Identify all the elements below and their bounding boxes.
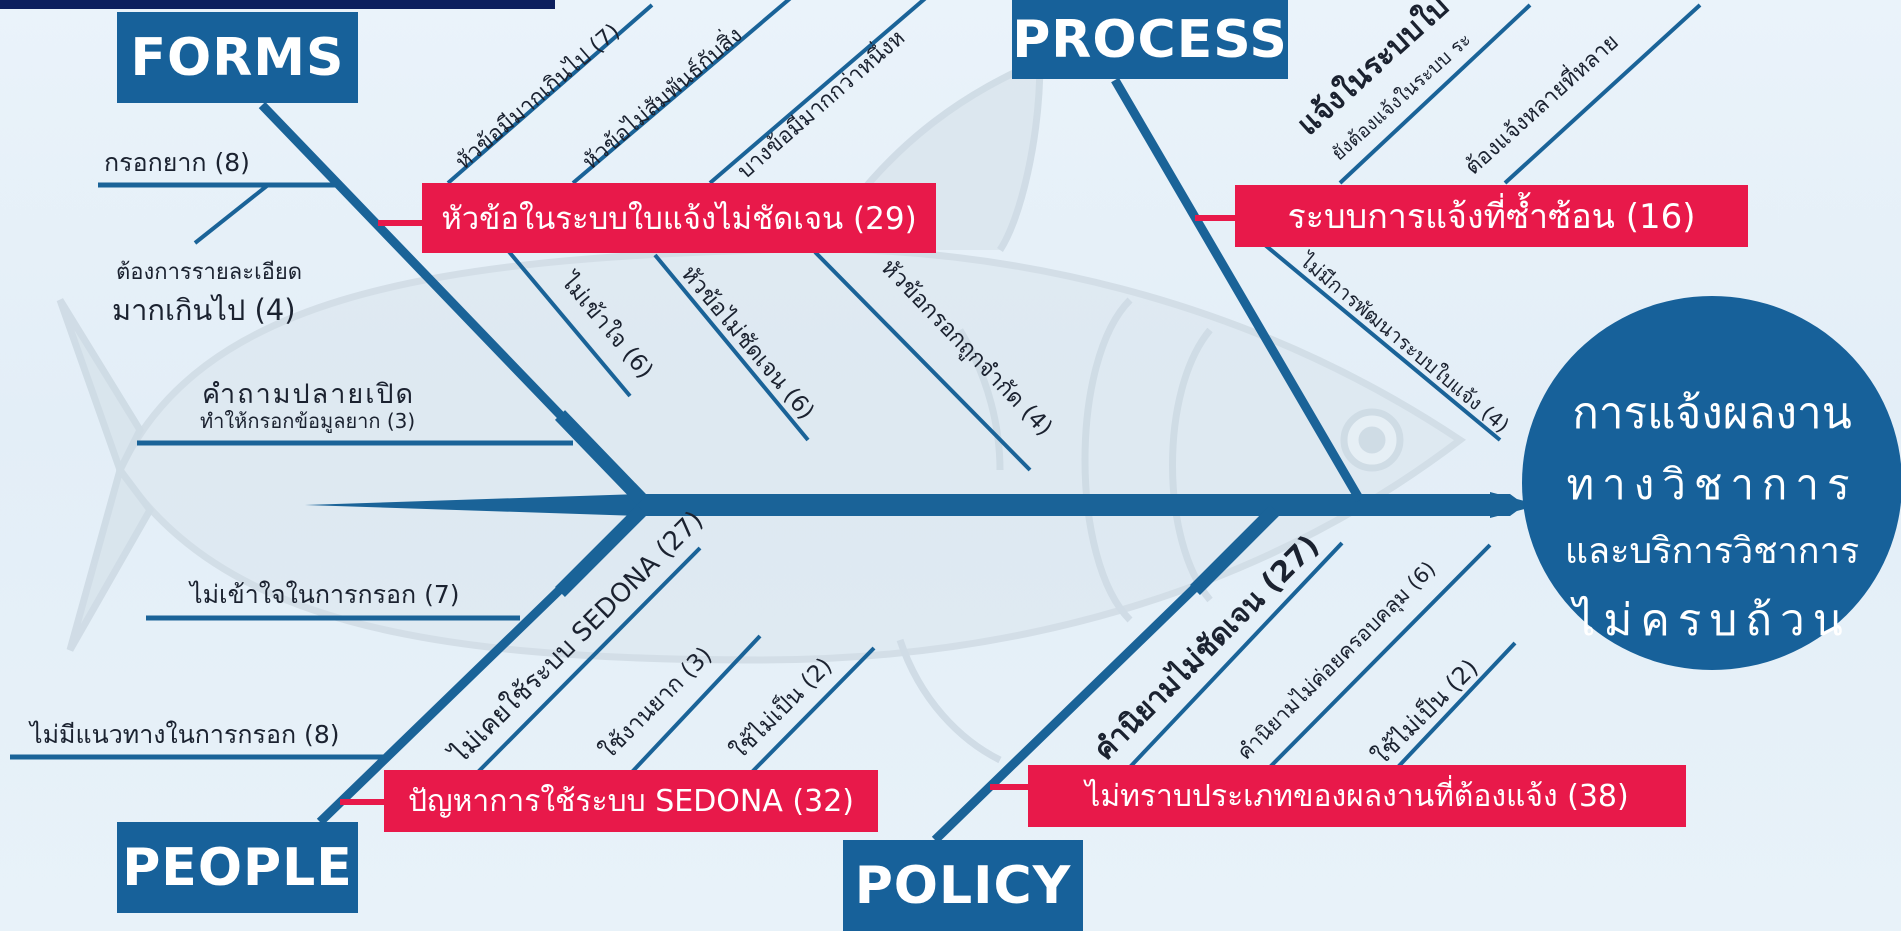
people-sub-line-1 [476, 546, 702, 774]
forms-cause-difficult: กรอกยาก (8) [104, 148, 250, 177]
forms-cause-detail-line2: มากเกินไป (4) [112, 293, 296, 327]
problem-forms: หัวข้อในระบบใบแจ้งไม่ชัดเจน (29) [422, 183, 936, 253]
effect-line-4: ไม่ครบถ้วน [1573, 595, 1851, 646]
main-spine [305, 494, 1525, 516]
people-sub-line-2 [630, 634, 762, 774]
forms-sub-line-6 [813, 250, 1032, 472]
background-fish-illustration [56, 54, 1467, 764]
problem-policy: ไม่ทราบประเภทของผลงานที่ต้องแจ้ง (38) [1028, 765, 1686, 827]
forms-sub-line-4 [503, 245, 632, 398]
forms-cause-open-line2: ทำให้กรอกข้อมูลยาก (3) [200, 409, 416, 433]
people-sub-line-3 [750, 646, 876, 774]
process-sub-line-1 [1338, 3, 1532, 185]
category-forms: FORMS [117, 12, 358, 103]
process-sub-line-3 [1263, 243, 1502, 442]
policy-sub-line-1 [1128, 541, 1344, 769]
spine-arrow-tip [1490, 492, 1540, 518]
people-bone-end [555, 505, 647, 597]
forms-sub-line-2 [571, 0, 792, 185]
forms-cause-open-line1: คำถามปลายเปิด [202, 379, 416, 410]
process-sub-line-2 [1503, 3, 1702, 185]
problem-people: ปัญหาการใช้ระบบ SEDONA (32) [384, 770, 878, 832]
forms-sub-line-1 [446, 3, 654, 185]
effect-line-1: การแจ้งผลงาน [1572, 388, 1852, 439]
problem-process: ระบบการแจ้งที่ซ้ำซ้อน (16) [1235, 185, 1748, 247]
forms-cause-detail-line1: ต้องการรายละเอียด [116, 260, 303, 285]
people-cause-no-guideline: ไม่มีแนวทางในการกรอก (8) [30, 720, 340, 749]
policy-sub-line-3 [1396, 641, 1517, 769]
category-process: PROCESS [1012, 0, 1288, 79]
policy-sub-line-2 [1268, 543, 1492, 769]
category-people: PEOPLE [117, 822, 358, 913]
people-cause-not-understand: ไม่เข้าใจในการกรอก (7) [190, 580, 460, 609]
effect-circle: การแจ้งผลงาน ทางวิชาการ และบริการวิชาการ… [1522, 296, 1901, 670]
forms-bone-end [554, 410, 648, 505]
category-policy: POLICY [843, 840, 1083, 931]
process-bone [1111, 77, 1364, 503]
effect-line-2: ทางวิชาการ [1566, 460, 1858, 509]
top-banner-fragment [0, 0, 555, 9]
forms-sub-line-5 [653, 253, 810, 442]
policy-bone-end [1190, 505, 1280, 595]
forms-sub-line-3 [708, 0, 927, 185]
effect-line-3: และบริการวิชาการ [1564, 531, 1860, 572]
forms-cause-line-detail [193, 183, 270, 245]
